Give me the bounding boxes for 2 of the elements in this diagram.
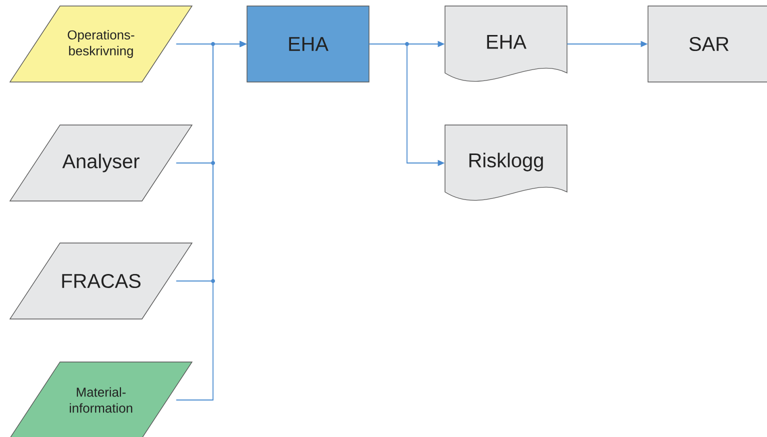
process-box: EHA: [246, 6, 370, 82]
process-box: SAR: [648, 6, 767, 82]
